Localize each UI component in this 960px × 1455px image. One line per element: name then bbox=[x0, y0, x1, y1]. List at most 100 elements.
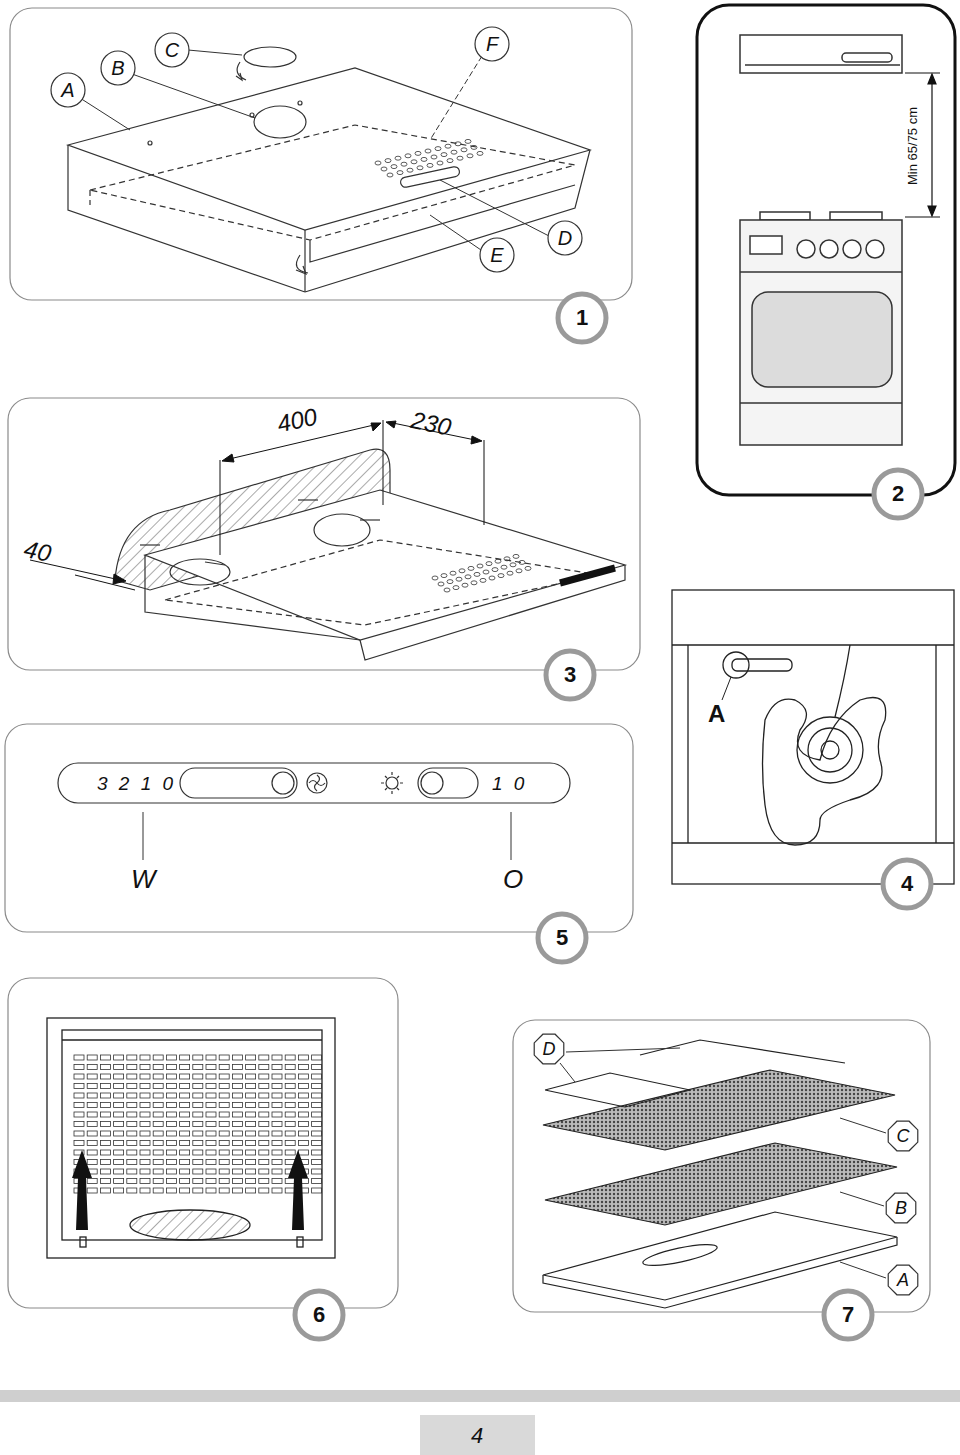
filter-grid bbox=[298, 1131, 308, 1136]
filter-grid bbox=[246, 1065, 256, 1070]
node-text: D bbox=[543, 1040, 556, 1058]
filter-grid bbox=[87, 1131, 97, 1136]
filter-grid bbox=[285, 1131, 295, 1136]
filter-grid bbox=[180, 1150, 190, 1155]
filter-grid bbox=[127, 1141, 137, 1146]
filter-grid bbox=[246, 1103, 256, 1108]
arrow-up bbox=[288, 1150, 308, 1230]
filter-grid bbox=[180, 1103, 190, 1108]
filter-grid bbox=[312, 1160, 322, 1165]
filter-grid bbox=[246, 1093, 256, 1098]
vent-holes bbox=[401, 162, 407, 166]
filter-grid bbox=[100, 1169, 110, 1174]
vent-holes bbox=[525, 566, 531, 570]
filter-grid bbox=[153, 1093, 163, 1098]
cooker-drawing bbox=[820, 240, 838, 258]
filter-grid bbox=[140, 1074, 150, 1079]
dimension-line bbox=[371, 423, 381, 431]
motor-drawing bbox=[808, 728, 852, 772]
filter-grid bbox=[193, 1169, 203, 1174]
cooker-drawing bbox=[843, 240, 861, 258]
hood-drawing bbox=[310, 185, 575, 262]
hood-drawing bbox=[145, 490, 625, 640]
vent-holes bbox=[480, 578, 486, 582]
filter-grid bbox=[100, 1141, 110, 1146]
vent-holes bbox=[415, 151, 421, 155]
dimension-line bbox=[928, 74, 936, 84]
motor-drawing bbox=[732, 659, 792, 671]
vent-holes bbox=[504, 557, 510, 561]
vent-holes bbox=[455, 142, 461, 146]
filter-grid bbox=[87, 1122, 97, 1127]
filter-grid bbox=[74, 1074, 84, 1079]
filter-grid bbox=[206, 1065, 216, 1070]
vent-holes bbox=[425, 149, 431, 153]
filter-grid bbox=[193, 1055, 203, 1060]
filter-grid bbox=[272, 1074, 282, 1079]
filter-grid bbox=[298, 1074, 308, 1079]
vent-holes bbox=[441, 153, 447, 157]
filter-grid bbox=[87, 1055, 97, 1060]
filter-grid bbox=[272, 1112, 282, 1117]
filter-grid bbox=[74, 1055, 84, 1060]
filter-grid bbox=[180, 1122, 190, 1127]
filter-grid bbox=[246, 1150, 256, 1155]
filter-grid bbox=[259, 1179, 269, 1184]
filter-grid bbox=[166, 1188, 176, 1193]
filter-grid bbox=[153, 1179, 163, 1184]
filter-grid bbox=[166, 1065, 176, 1070]
filter-grid bbox=[114, 1160, 124, 1165]
vent-holes bbox=[468, 566, 474, 570]
filter-grid bbox=[312, 1179, 322, 1184]
filter-grid bbox=[153, 1150, 163, 1155]
vent-holes bbox=[489, 576, 495, 580]
arrow-up bbox=[72, 1150, 308, 1230]
filter-grid bbox=[153, 1131, 163, 1136]
cooker-drawing bbox=[740, 35, 902, 445]
control-panel bbox=[58, 763, 570, 803]
vent-holes bbox=[431, 155, 437, 159]
filter-grid bbox=[285, 1103, 295, 1108]
vent-holes bbox=[453, 586, 459, 590]
figure-number: 6 bbox=[292, 1288, 346, 1342]
vent-holes bbox=[513, 554, 519, 558]
filter-grid bbox=[246, 1055, 256, 1060]
filter-grid bbox=[180, 1179, 190, 1184]
callout-octagon bbox=[888, 1265, 918, 1295]
motor-drawing bbox=[672, 590, 954, 884]
filter-grid bbox=[312, 1122, 322, 1127]
filter-drawing bbox=[62, 1030, 322, 1240]
filter-grid bbox=[312, 1093, 322, 1098]
motor-drawing bbox=[672, 644, 954, 645]
leader-line bbox=[80, 98, 130, 130]
callout-letter: D bbox=[547, 220, 583, 256]
vent-holes bbox=[492, 568, 498, 572]
filter-grid bbox=[259, 1112, 269, 1117]
filter-grid bbox=[259, 1150, 269, 1155]
filter-grid bbox=[114, 1103, 124, 1108]
cooker-drawing bbox=[752, 292, 892, 387]
filter-grid bbox=[219, 1093, 229, 1098]
dimension-value: 230 bbox=[409, 408, 453, 440]
dimension-line bbox=[386, 421, 396, 428]
vent-holes bbox=[395, 156, 401, 160]
motor-drawing bbox=[821, 741, 839, 759]
filter-grid bbox=[166, 1131, 176, 1136]
leader-line bbox=[430, 56, 482, 140]
leader-line bbox=[840, 1262, 886, 1278]
filter-grid bbox=[206, 1055, 216, 1060]
callout-letter: C bbox=[154, 32, 190, 68]
callout-circle bbox=[155, 33, 189, 67]
filter-grid bbox=[206, 1188, 216, 1193]
node-text: A bbox=[61, 80, 74, 100]
filter-grid bbox=[127, 1122, 137, 1127]
vent-holes bbox=[510, 563, 516, 567]
filter-grid bbox=[312, 1188, 322, 1193]
filter-grid bbox=[100, 1084, 110, 1089]
hood-drawing bbox=[298, 101, 302, 105]
number-circle bbox=[558, 294, 606, 342]
filter-grid bbox=[232, 1169, 242, 1174]
filter-grid bbox=[259, 1093, 269, 1098]
filter-grid bbox=[74, 1141, 84, 1146]
